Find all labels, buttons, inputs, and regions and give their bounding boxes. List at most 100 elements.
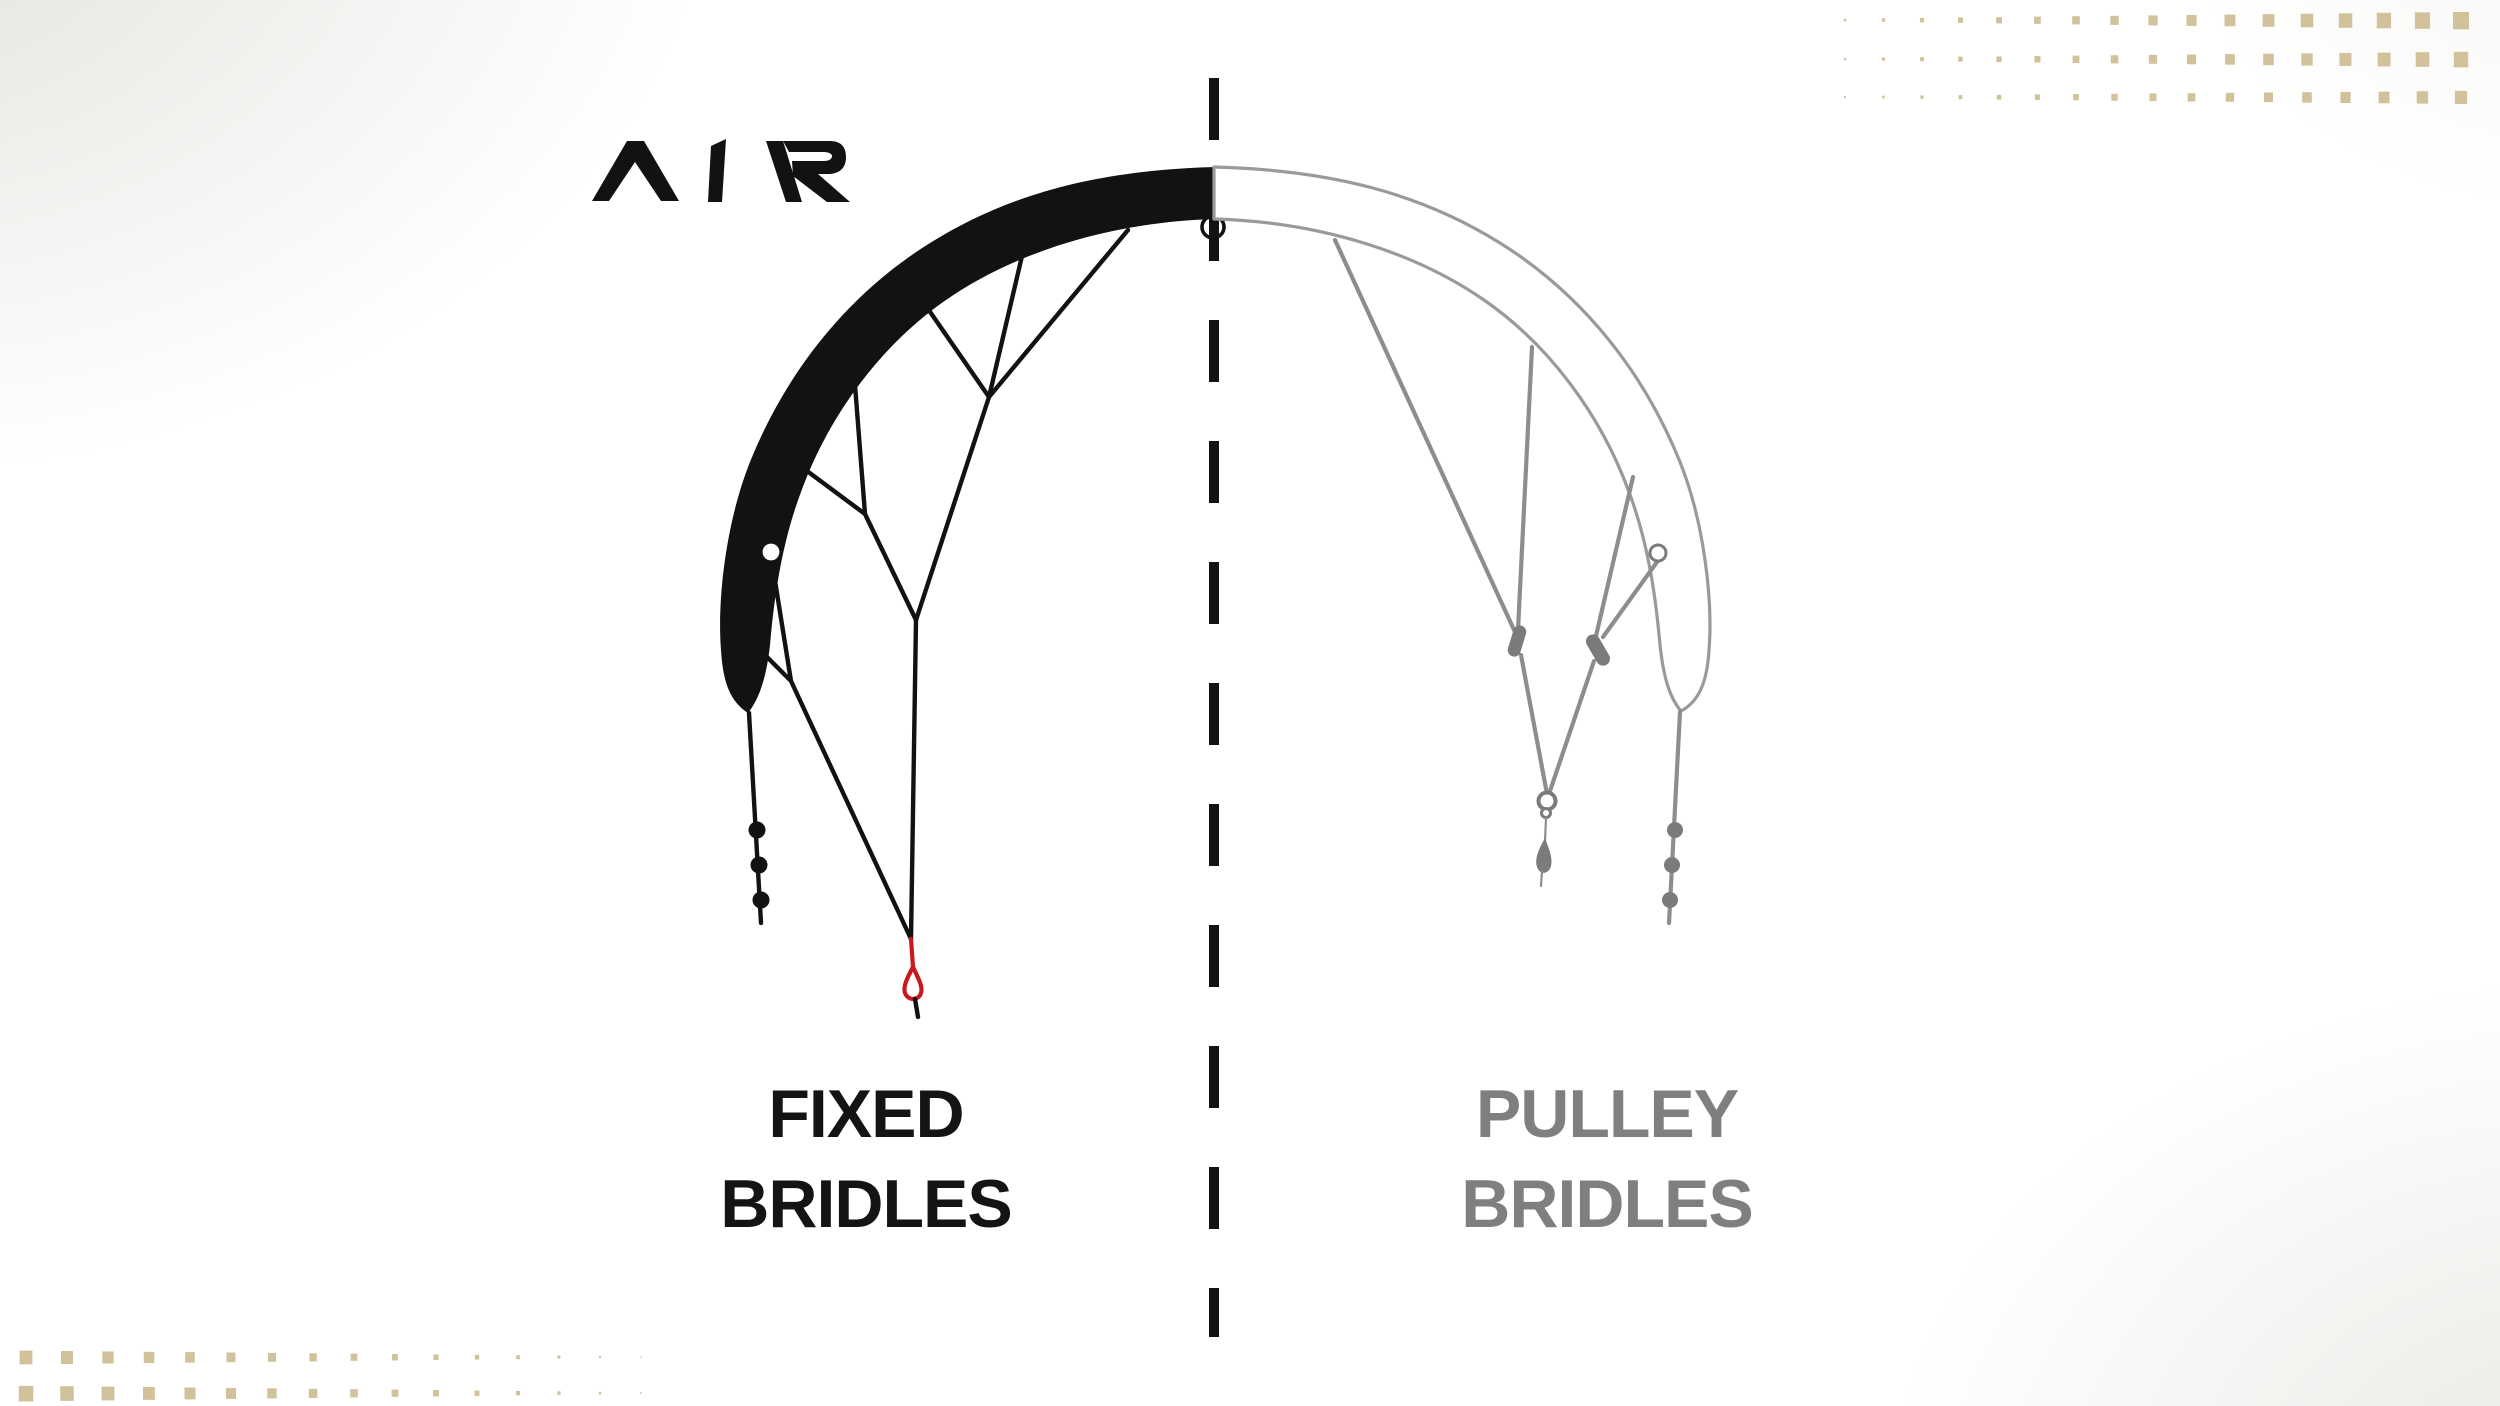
decor-dot [2225, 54, 2235, 65]
decor-dot [350, 1353, 358, 1361]
left-tip-attachment-ring [759, 540, 783, 564]
decor-dot [640, 1356, 642, 1358]
decor-dot [1996, 17, 2002, 24]
decor-dot [308, 1388, 318, 1398]
decor-dot [143, 1351, 155, 1364]
logo-letter-r-stem [766, 141, 802, 202]
fixed-bridles-line2: BRIDLES [720, 1166, 1012, 1242]
decor-dot [1843, 18, 1847, 22]
left-tip-bridle-line [756, 646, 794, 684]
decor-dot [2453, 51, 2469, 68]
left-kite-leading-edge [720, 167, 1216, 713]
decor-dot [102, 1351, 114, 1364]
dot-grid-bottom-left [18, 1350, 642, 1402]
decor-dot [2454, 90, 2468, 104]
pulley-bridles-line2: BRIDLES [1461, 1166, 1753, 1242]
right-knot-bead [1664, 857, 1680, 873]
right-bridle-line [1332, 237, 1518, 635]
decor-dot [2340, 91, 2351, 103]
right-kite-leading-edge [1212, 165, 1712, 713]
pulley-bridles-line1: PULLEY [1475, 1076, 1739, 1152]
decor-dot [1920, 57, 1924, 62]
right-center-ring [1536, 790, 1558, 812]
decor-dot [474, 1390, 480, 1396]
red-pigtail-line [908, 936, 916, 970]
fixed-bridles-kite [720, 167, 1226, 1020]
decor-dot [309, 1353, 317, 1362]
left-bridle-line [986, 227, 1131, 400]
decor-dot [640, 1392, 642, 1394]
pulley-bridles-kite [1212, 165, 1712, 926]
decor-dot [1920, 95, 1924, 99]
decor-dot [267, 1352, 277, 1362]
decor-dot [226, 1352, 236, 1363]
right-tip-attachment-ring [1648, 543, 1668, 563]
left-knot-bead [750, 856, 768, 874]
decor-dot [61, 1351, 73, 1364]
decor-dot [2302, 92, 2312, 103]
decor-dot [225, 1387, 237, 1399]
decor-dot [515, 1390, 521, 1396]
decor-dot [18, 1385, 34, 1402]
decor-dot [598, 1391, 602, 1395]
right-knot-bead [1667, 822, 1683, 838]
pigtail-tail-line [912, 996, 921, 1020]
left-bridle-line [986, 253, 1025, 400]
decor-dot [433, 1390, 439, 1397]
decor-dot [2338, 13, 2353, 28]
left-bridle-line [862, 511, 919, 623]
left-knot-bead [752, 891, 770, 909]
decor-dot [2186, 15, 2197, 26]
decor-dot [2300, 13, 2314, 28]
decor-dot [2378, 91, 2390, 104]
left-tip-bridle-line [769, 559, 794, 684]
left-knot-bead [748, 821, 766, 839]
decor-dot [516, 1355, 520, 1360]
decor-dot [1881, 18, 1886, 22]
decor-dot [2453, 12, 2469, 30]
decor-dot [185, 1352, 195, 1363]
decor-dot [1996, 56, 2002, 63]
right-bridle-line [1518, 652, 1550, 797]
dot-grid-top-right [1843, 12, 2469, 104]
decor-dot [2111, 93, 2118, 101]
decor-dot [1958, 95, 1963, 100]
decor-dot [184, 1387, 196, 1400]
decor-dot [1844, 96, 1846, 99]
decor-dot [2110, 55, 2119, 64]
decor-dot [2148, 15, 2158, 26]
decor-dot [1843, 57, 1847, 61]
decor-dot [2072, 55, 2080, 63]
decor-dot [2415, 52, 2430, 67]
decor-dot [60, 1386, 74, 1401]
left-tip-bridle-line [788, 678, 914, 942]
logo-letter-i [708, 139, 726, 202]
decor-dot [2149, 93, 2157, 102]
decor-dot [267, 1388, 277, 1399]
right-wingtip-line [1666, 709, 1683, 926]
decor-dot [143, 1387, 155, 1400]
decor-dot [2224, 14, 2236, 27]
left-bridle-line [913, 394, 992, 623]
decor-dot [2414, 12, 2431, 29]
decor-dot [1882, 95, 1885, 99]
logo-letter-a [592, 141, 679, 201]
decor-dot [2187, 93, 2196, 102]
right-small-ring [1540, 807, 1552, 819]
decor-dot [19, 1350, 33, 1365]
decor-dot [2376, 12, 2392, 29]
right-bridle-line [1546, 658, 1597, 797]
decor-dot [557, 1355, 561, 1359]
decor-dot [2148, 54, 2158, 64]
fixed-bridles-line1: FIXED [768, 1076, 964, 1152]
decor-dot [1882, 57, 1885, 61]
pulley-bridles-heading: PULLEY BRIDLES [1461, 1069, 1753, 1249]
decor-dot [1919, 17, 1925, 23]
red-pigtail-loop [902, 964, 924, 1001]
decor-dot [2034, 94, 2040, 100]
logo-letter-r-bowl [783, 141, 850, 202]
decor-dot [2187, 54, 2197, 65]
left-bridle-line [852, 382, 868, 517]
right-pigtail-tail [1539, 869, 1544, 888]
